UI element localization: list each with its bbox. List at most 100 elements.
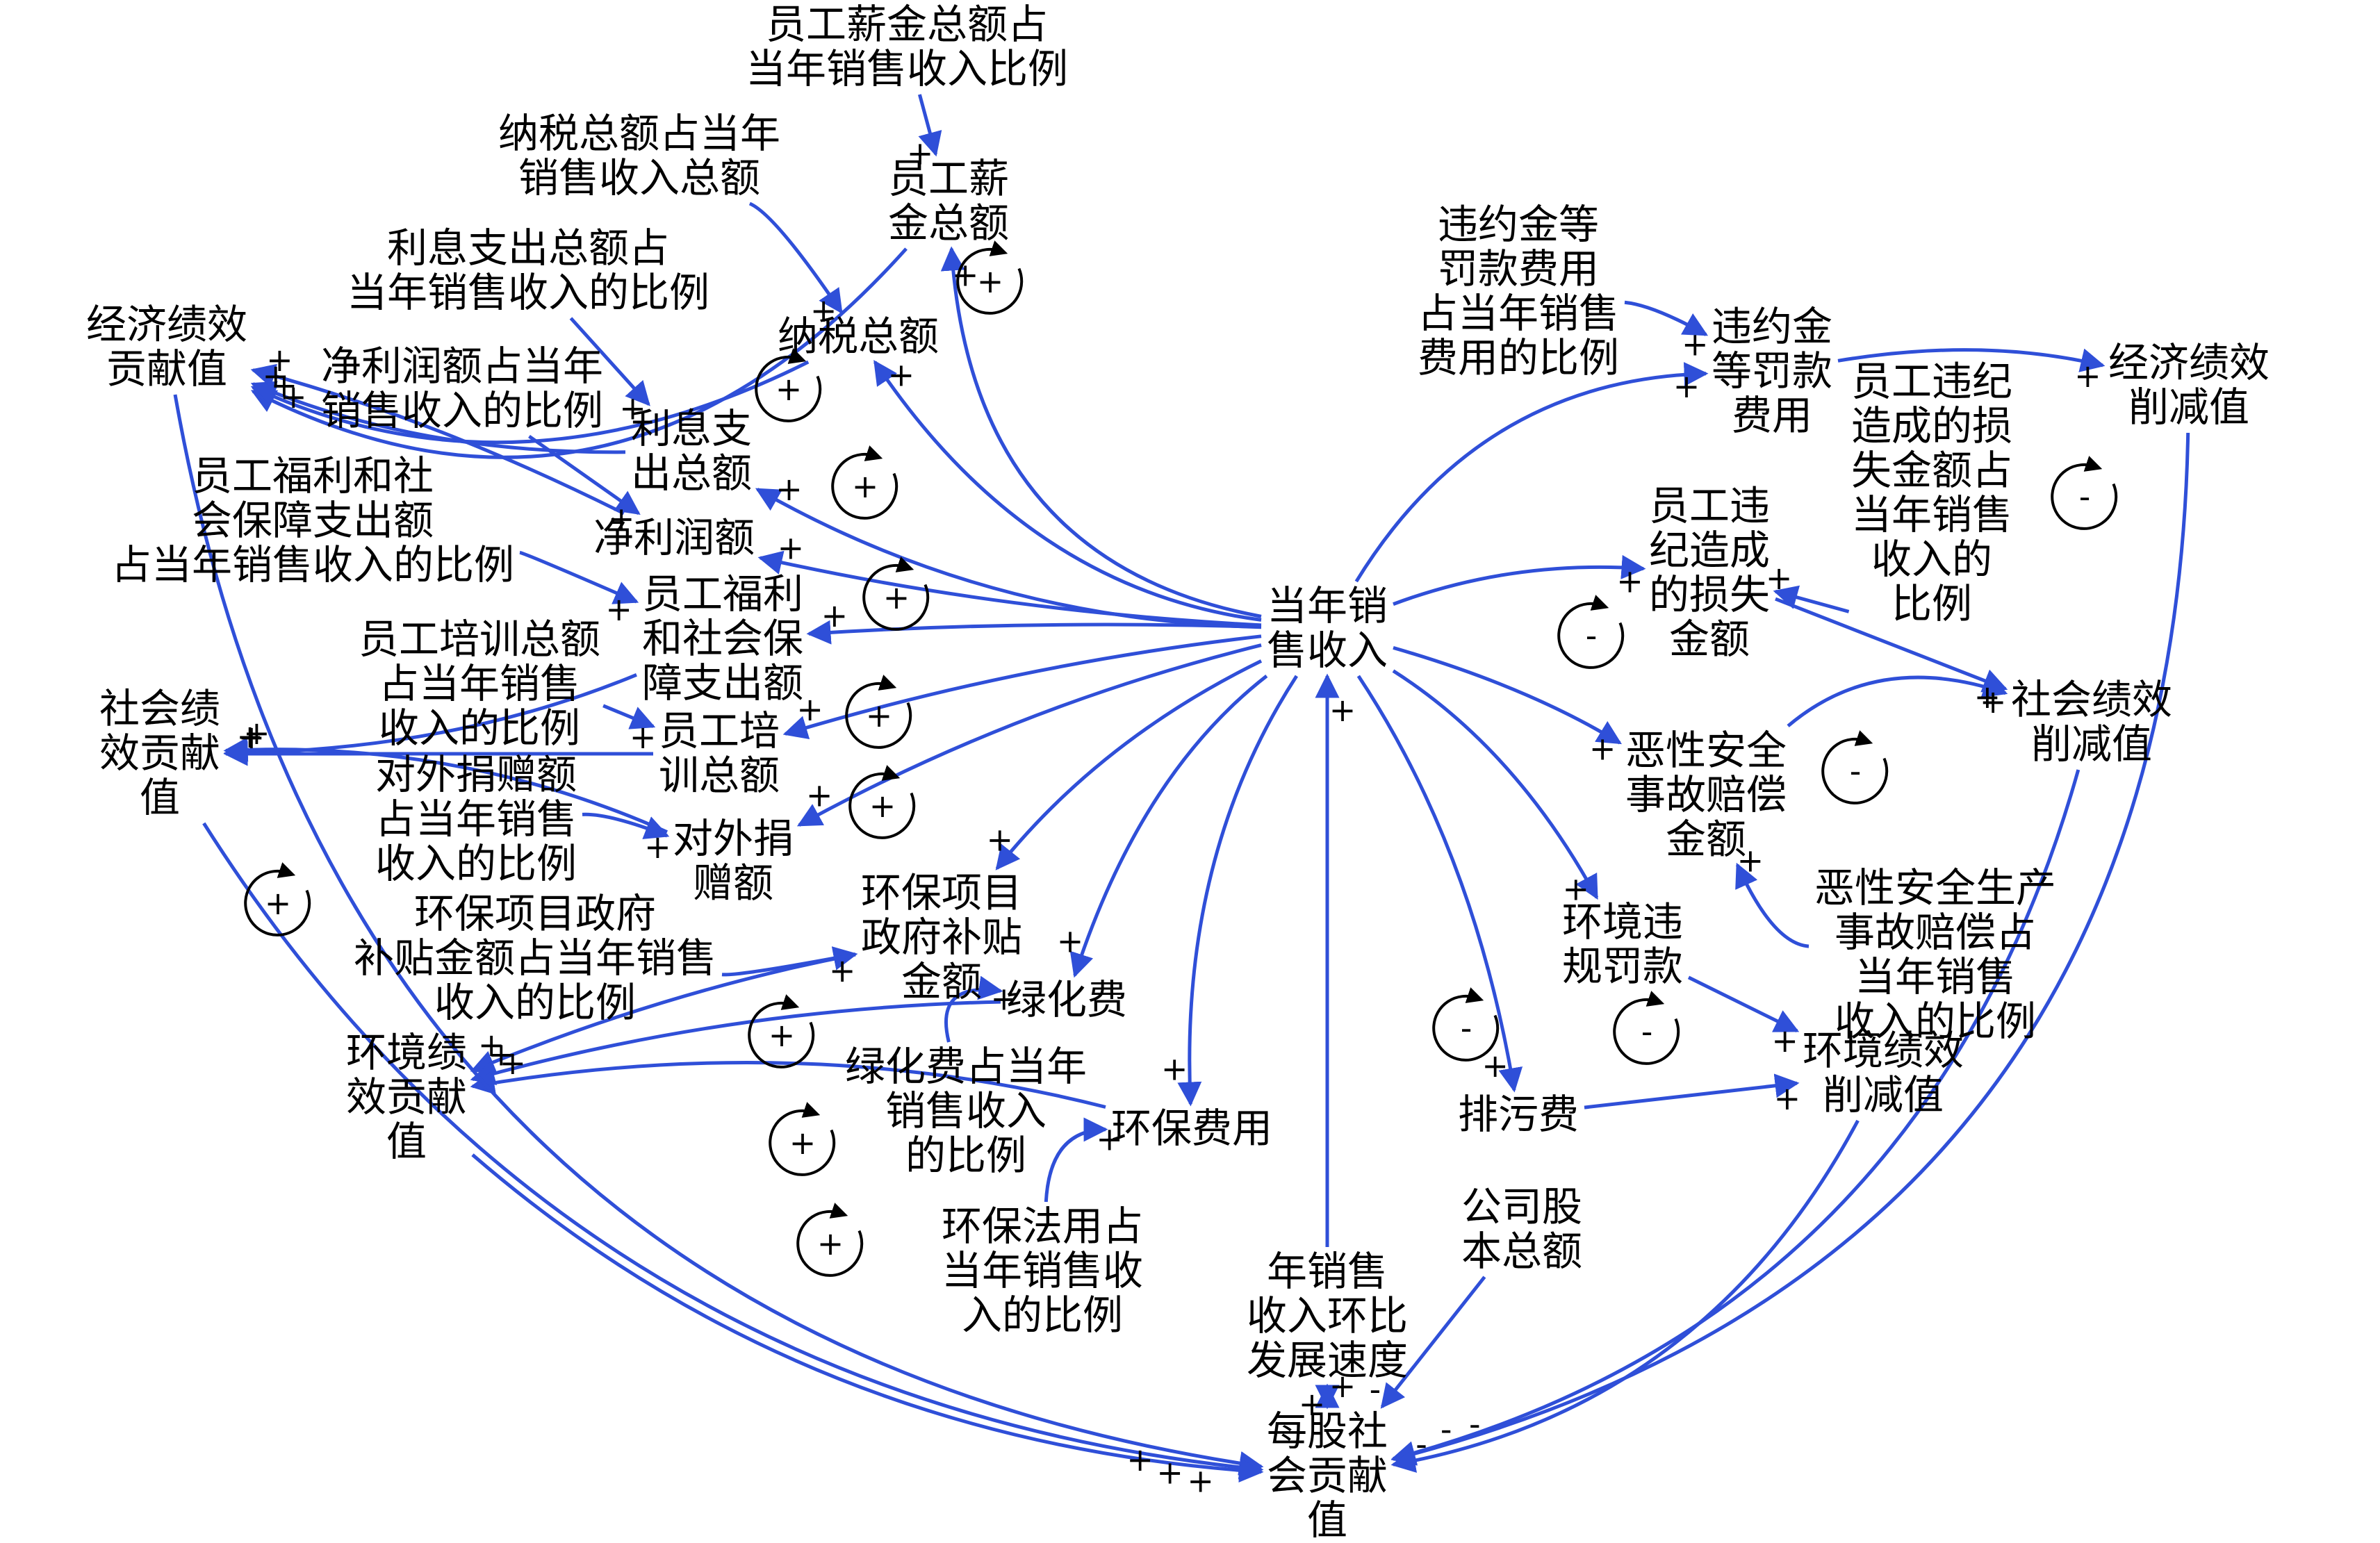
node-greening: 绿化费 (1006, 976, 1127, 1023)
node-label-line: 环保项目 (861, 869, 1022, 916)
edge-violation-loss-ratio-to-violation-loss (1773, 585, 1850, 613)
feedback-loop-marker: + (831, 445, 898, 520)
node-label-line: 收入的比例 (434, 979, 636, 1026)
node-salary: 员工薪金总额 (888, 155, 1009, 247)
node-label-line: 环境违 (1562, 898, 1683, 946)
node-label-line: 纳税总额 (778, 313, 939, 360)
feedback-loop-marker: + (796, 1203, 864, 1277)
feedback-loop-marker: + (848, 765, 916, 839)
node-label-line: 占当年销售 (379, 660, 580, 707)
node-label-line: 的损失 (1649, 571, 1770, 618)
edge-social-contrib-to-eps-social (202, 822, 1264, 1480)
node-sales: 当年销售收入 (1267, 582, 1388, 674)
node-interest: 利息支出总额 (631, 405, 752, 497)
node-label-line: 金额 (901, 958, 982, 1005)
node-label-line: 规罚款 (1562, 943, 1683, 990)
node-donation: 对外捐赠额 (673, 815, 794, 907)
edge-subsidy-to-env-contrib (470, 952, 856, 1074)
node-label-line: 员工福利 (642, 570, 803, 618)
node-label-line: 违约金等 (1438, 201, 1599, 248)
node-label-line: 利息支 (631, 405, 752, 452)
loop-polarity: + (265, 884, 292, 922)
polarity-marks-layer: ++++++++++++++++++++++++++++++++++++++++… (236, 135, 2101, 1500)
feedback-loop-marker: + (956, 240, 1024, 315)
node-label-line: 绿化费 (1006, 976, 1127, 1023)
edge-polarity-mark: + (1974, 678, 2001, 716)
node-label-line: 员工违 (1649, 482, 1770, 529)
edge-polarity-mark: + (619, 389, 646, 427)
node-label-line: 社会绩 (99, 685, 220, 732)
node-label-line: 障支出额 (642, 659, 803, 707)
loop-polarity: + (769, 1016, 796, 1054)
node-label-line: 当年销售 (1851, 491, 2012, 538)
edge-polarity-mark: + (796, 691, 823, 728)
node-label-line: 效贡献 (99, 729, 220, 777)
loop-arc-icon (244, 862, 311, 936)
edge-polarity-mark: + (775, 470, 803, 508)
node-label-line: 削减值 (1823, 1071, 1944, 1119)
edge-polarity-mark: + (488, 1036, 515, 1073)
node-label-line: 占当年销售 (375, 795, 577, 843)
node-label-line: 员工培 (659, 707, 780, 754)
node-label-line: 收入的 (1871, 536, 1992, 583)
node-label-line: 罚款费用 (1438, 245, 1599, 292)
edge-interest-to-econ-contrib (250, 381, 626, 454)
edge-polarity-mark: + (810, 292, 837, 329)
node-label-line: 费用 (1732, 392, 1812, 439)
loop-arc-icon (769, 1102, 836, 1176)
node-label-line: 排污费 (1458, 1091, 1579, 1138)
edge-polarity-mark: + (630, 718, 657, 756)
loop-arc-icon (1613, 991, 1680, 1065)
edge-polarity-mark: + (280, 378, 307, 415)
node-label-line: 补贴金额占当年销售 (354, 934, 716, 982)
node-label-line: 值 (140, 774, 180, 821)
edges-layer (173, 94, 2190, 1483)
edge-polarity-mark: + (1616, 563, 1643, 600)
loop-arc-icon (1432, 987, 1500, 1062)
node-label-line: 削减值 (2128, 383, 2249, 431)
edge-donation-ratio-to-donation (582, 812, 670, 839)
loop-arc-icon (1821, 730, 1889, 804)
node-label-line: 金额 (1669, 616, 1750, 663)
node-label-line: 收入的比例 (379, 704, 580, 752)
edge-env-reduce-to-eps-social (1390, 1119, 1860, 1473)
edge-sales-to-violation-loss (1393, 554, 1646, 606)
edge-sales-to-tax (873, 360, 1262, 622)
node-label-line: 占当年销售 (1418, 290, 1619, 337)
node-label-line: 绿化费占当年 (845, 1043, 1087, 1090)
edge-polarity-mark: + (1589, 730, 1616, 768)
loop-polarity: - (1586, 617, 1598, 654)
edge-polarity-mark: + (1299, 1385, 1326, 1423)
edge-polarity-mark: + (991, 980, 1018, 1018)
edge-sales-to-penalty (1354, 362, 1709, 583)
feedback-loop-marker: + (755, 348, 822, 422)
edge-penalty-ratio-to-penalty (1624, 300, 1709, 336)
node-label-line: 事故赔偿占 (1835, 909, 2036, 956)
node-label-line: 对外捐赠额 (375, 751, 577, 798)
node-label-line: 销售收入 (885, 1087, 1047, 1134)
edge-greening-ratio-to-greening (944, 975, 1003, 1043)
node-label-line: 员工薪金总额占 (766, 1, 1048, 48)
edge-sales-to-env-cost (1177, 675, 1298, 1107)
node-label-line: 训总额 (659, 752, 780, 799)
edge-accident-ratio-to-accident (1735, 862, 1809, 948)
edge-polarity-mark: + (821, 597, 848, 634)
edge-polarity-mark: + (238, 718, 265, 756)
edge-profit-ratio-to-profit (528, 434, 641, 515)
node-label-line: 比例 (1891, 580, 1972, 627)
edge-polarity-mark: + (500, 1044, 527, 1082)
